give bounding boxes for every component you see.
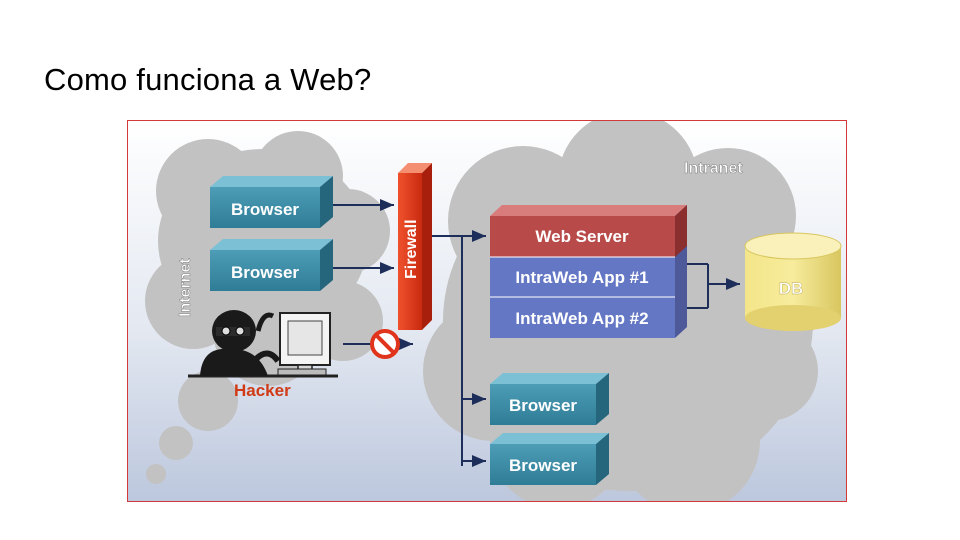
internet-label: Internet xyxy=(177,258,194,317)
intraweb-app-1-box xyxy=(490,257,675,297)
firewall-label: Firewall xyxy=(403,219,420,279)
web-architecture-diagram: Internet Intranet Browser Browser Hacker xyxy=(127,120,847,502)
web-server-box xyxy=(490,216,675,257)
intranet-browser-1-label: Browser xyxy=(509,396,577,415)
firewall: Firewall xyxy=(398,163,432,330)
intranet-label: Intranet xyxy=(684,160,743,177)
web-server-stack: Web Server IntraWeb App #1 IntraWeb App … xyxy=(490,205,687,338)
intranet-browser-1: Browser xyxy=(490,373,609,425)
internet-browser-2: Browser xyxy=(210,239,333,291)
internet-browser-2-label: Browser xyxy=(231,263,299,282)
internet-browser-1-label: Browser xyxy=(231,200,299,219)
hacker-figure xyxy=(188,310,338,378)
no-entry-icon xyxy=(370,329,400,359)
database-cylinder: DB xyxy=(744,232,842,331)
hacker-label: Hacker xyxy=(234,381,291,400)
intraweb-app-2-box xyxy=(490,297,675,338)
web-server-label: Web Server xyxy=(535,227,629,246)
intranet-browser-2: Browser xyxy=(490,433,609,485)
slide-title: Como funciona a Web? xyxy=(44,62,372,97)
apps-db-connector xyxy=(687,263,740,309)
internet-browser-1: Browser xyxy=(210,176,333,228)
db-label: DB xyxy=(779,279,804,298)
firewall-connector xyxy=(432,230,486,467)
intraweb-app-1-label: IntraWeb App #1 xyxy=(515,268,648,287)
intranet-browser-2-label: Browser xyxy=(509,456,577,475)
intraweb-app-2-label: IntraWeb App #2 xyxy=(515,309,648,328)
